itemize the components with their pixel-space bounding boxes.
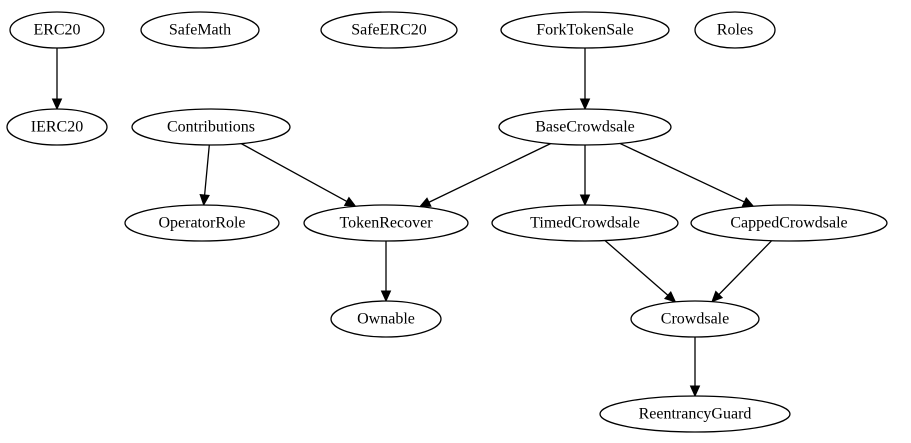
node-label: Contributions: [167, 119, 255, 136]
node-label: OperatorRole: [158, 215, 245, 232]
node-ellipse: [131, 108, 291, 146]
node-label: BaseCrowdsale: [535, 119, 635, 136]
node-ellipse: [140, 11, 260, 49]
edge-token-recover-to-ownable: [380, 241, 392, 303]
node-label: IERC20: [31, 119, 83, 136]
node-fork-token-sale: ForkTokenSale: [500, 11, 670, 49]
arrowhead-icon: [579, 194, 591, 207]
arrowhead-icon: [199, 194, 210, 207]
node-label: TimedCrowdsale: [530, 215, 640, 232]
node-ellipse: [630, 300, 760, 338]
node-operator-role: OperatorRole: [124, 204, 280, 242]
edge-base-crowdsale-to-timed-crowdsale: [579, 145, 591, 207]
arrowhead-icon: [418, 197, 432, 208]
node-capped-crowdsale: CappedCrowdsale: [690, 204, 888, 242]
node-ellipse: [694, 11, 776, 49]
node-ellipse: [498, 108, 672, 146]
node-ellipse: [491, 204, 679, 242]
edge-crowdsale-to-reentrancy-guard: [689, 337, 701, 398]
node-ellipse: [303, 204, 469, 242]
arrowhead-icon: [711, 290, 724, 303]
edge-line: [604, 240, 669, 296]
node-ellipse: [124, 204, 280, 242]
node-label: ReentrancyGuard: [639, 406, 752, 423]
edge-base-crowdsale-to-capped-crowdsale: [619, 142, 755, 207]
edge-erc20-to-ierc20: [51, 48, 63, 111]
edge-contributions-to-operator-role: [199, 144, 210, 207]
node-safe-math: SafeMath: [140, 11, 260, 49]
edge-line: [203, 144, 210, 196]
arrowhead-icon: [51, 98, 63, 111]
node-base-crowdsale: BaseCrowdsale: [498, 108, 672, 146]
node-ownable: Ownable: [330, 300, 442, 338]
arrowhead-icon: [579, 98, 591, 111]
edge-timed-crowdsale-to-crowdsale: [604, 240, 677, 303]
node-ellipse: [690, 204, 888, 242]
node-erc20: ERC20: [9, 11, 105, 49]
node-contributions: Contributions: [131, 108, 291, 146]
node-label: SafeMath: [169, 22, 231, 39]
edge-fork-token-sale-to-base-crowdsale: [579, 48, 591, 111]
node-label: TokenRecover: [339, 215, 433, 232]
nodes-layer: ERC20 SafeMath SafeERC20 ForkTokenSale Roles…: [6, 11, 888, 433]
arrowhead-icon: [343, 196, 357, 207]
node-label: Ownable: [357, 311, 415, 328]
edges-layer: [51, 48, 773, 398]
arrowhead-icon: [741, 196, 755, 207]
node-label: Crowdsale: [661, 311, 729, 328]
node-crowdsale: Crowdsale: [630, 300, 760, 338]
node-ellipse: [500, 11, 670, 49]
node-ellipse: [9, 11, 105, 49]
node-timed-crowdsale: TimedCrowdsale: [491, 204, 679, 242]
edge-line: [428, 142, 552, 203]
node-roles: Roles: [694, 11, 776, 49]
node-label: Roles: [717, 22, 753, 39]
edge-capped-crowdsale-to-crowdsale: [711, 240, 773, 303]
node-ellipse: [6, 108, 108, 146]
arrowhead-icon: [663, 290, 677, 303]
node-label: ForkTokenSale: [536, 22, 634, 39]
node-safe-erc20: SafeERC20: [320, 11, 458, 49]
edge-contributions-to-token-recover: [240, 143, 357, 207]
node-ellipse: [330, 300, 442, 338]
node-ellipse: [599, 395, 791, 433]
arrowhead-icon: [380, 290, 392, 303]
arrowhead-icon: [689, 385, 701, 398]
node-label: SafeERC20: [351, 22, 427, 39]
node-label: CappedCrowdsale: [730, 215, 847, 232]
edge-line: [240, 143, 348, 203]
node-reentrancy-guard: ReentrancyGuard: [599, 395, 791, 433]
node-ellipse: [320, 11, 458, 49]
node-token-recover: TokenRecover: [303, 204, 469, 242]
node-ierc20: IERC20: [6, 108, 108, 146]
edge-line: [718, 240, 773, 295]
edge-base-crowdsale-to-token-recover: [418, 142, 552, 208]
edge-line: [619, 142, 745, 203]
node-label: ERC20: [33, 22, 80, 39]
